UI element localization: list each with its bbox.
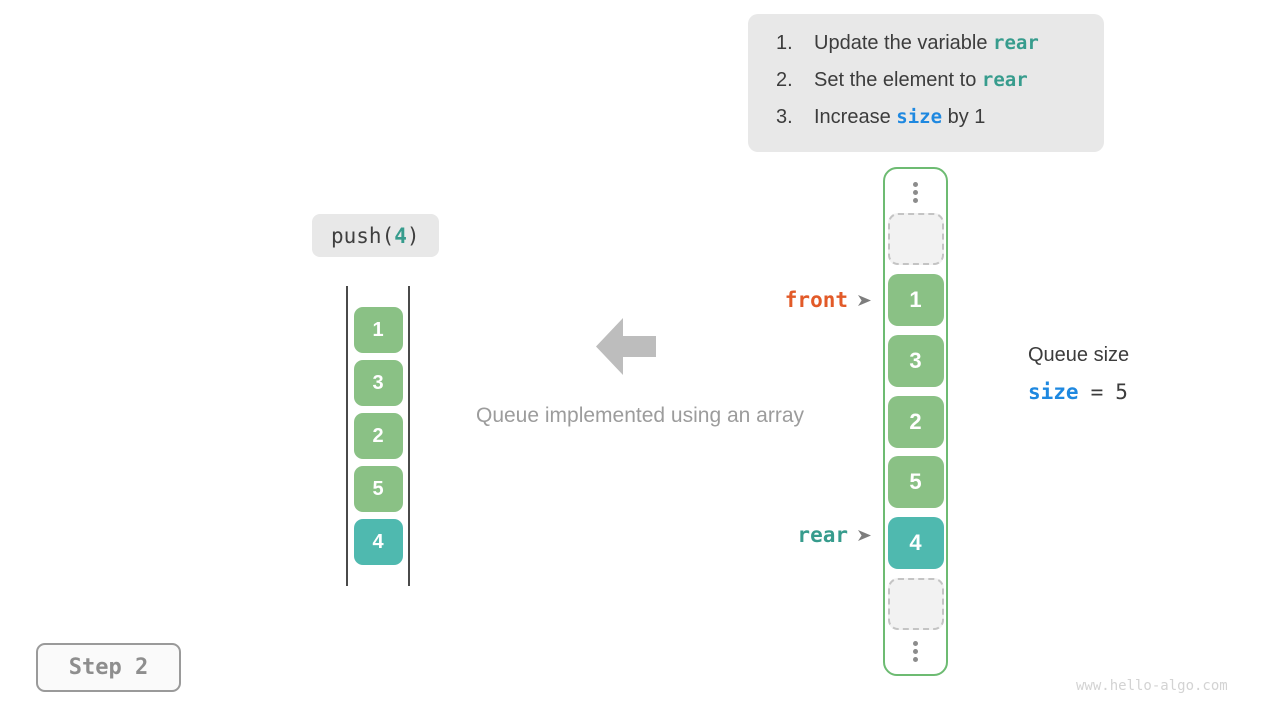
- queue-size-title: Queue size: [1028, 344, 1130, 366]
- queue-cell: 4: [353, 519, 403, 565]
- item-text-before: Increase: [814, 106, 897, 128]
- code-token: rear: [981, 69, 1028, 91]
- array-panel: 1 3 2 5 4: [883, 167, 948, 676]
- item-number: 3.: [776, 106, 793, 128]
- item-text: Increase size by 1: [814, 99, 985, 136]
- abstract-queue: 1 3 2 5 4: [346, 286, 410, 586]
- left-arrow-icon: [596, 318, 656, 375]
- array-cell: 1: [887, 273, 944, 326]
- item-text-after: by 1: [942, 106, 986, 128]
- instruction-item: 3. Increase size by 1: [776, 99, 1104, 136]
- ellipsis-icon: [913, 180, 918, 204]
- array-cell: 5: [887, 456, 944, 509]
- item-text: Update the variable rear: [814, 25, 1039, 62]
- push-prefix: push(: [331, 223, 395, 248]
- ellipsis-icon: [913, 639, 918, 663]
- front-pointer: front: [708, 286, 872, 314]
- equals-sign: =: [1090, 380, 1104, 404]
- code-token: rear: [993, 32, 1039, 54]
- item-text: Set the element to rear: [814, 62, 1028, 99]
- push-suffix: ): [406, 223, 420, 248]
- code-token: size: [896, 106, 943, 128]
- size-variable: size: [1028, 380, 1079, 404]
- array-cell: 4: [887, 517, 944, 570]
- push-argument: 4: [394, 223, 407, 248]
- push-operation-chip: push(4): [312, 214, 439, 257]
- caption-text: Queue implemented using an array: [475, 404, 805, 427]
- queue-size-value-line: size = 5: [1028, 380, 1129, 404]
- front-label: front: [784, 288, 848, 312]
- queue-cell: 5: [353, 466, 403, 512]
- empty-array-slot: [887, 578, 944, 631]
- queue-size-block: Queue size size = 5: [1028, 344, 1129, 404]
- item-number: 1.: [776, 32, 793, 54]
- queue-cell: 3: [353, 360, 403, 406]
- queue-cell: 2: [353, 413, 403, 459]
- item-text-before: Update the variable: [814, 32, 994, 54]
- instruction-item: 1. Update the variable rear: [776, 25, 1104, 62]
- pointer-arrow-icon: [858, 294, 871, 306]
- watermark: www.hello-algo.com: [1076, 678, 1228, 694]
- size-value: 5: [1115, 380, 1128, 404]
- pointer-arrow-icon: [858, 529, 871, 541]
- rear-pointer: rear: [708, 521, 872, 549]
- queue-cell: 1: [353, 307, 403, 353]
- rear-label: rear: [797, 523, 848, 547]
- instruction-item: 2. Set the element to rear: [776, 62, 1104, 99]
- empty-array-slot: [887, 212, 944, 265]
- item-number: 2.: [776, 69, 793, 91]
- array-cell: 3: [887, 334, 944, 387]
- instruction-box: 1. Update the variable rear 2. Set the e…: [748, 14, 1104, 152]
- step-badge: Step 2: [36, 643, 181, 692]
- array-cell: 2: [887, 395, 944, 448]
- item-text-before: Set the element to: [814, 69, 982, 91]
